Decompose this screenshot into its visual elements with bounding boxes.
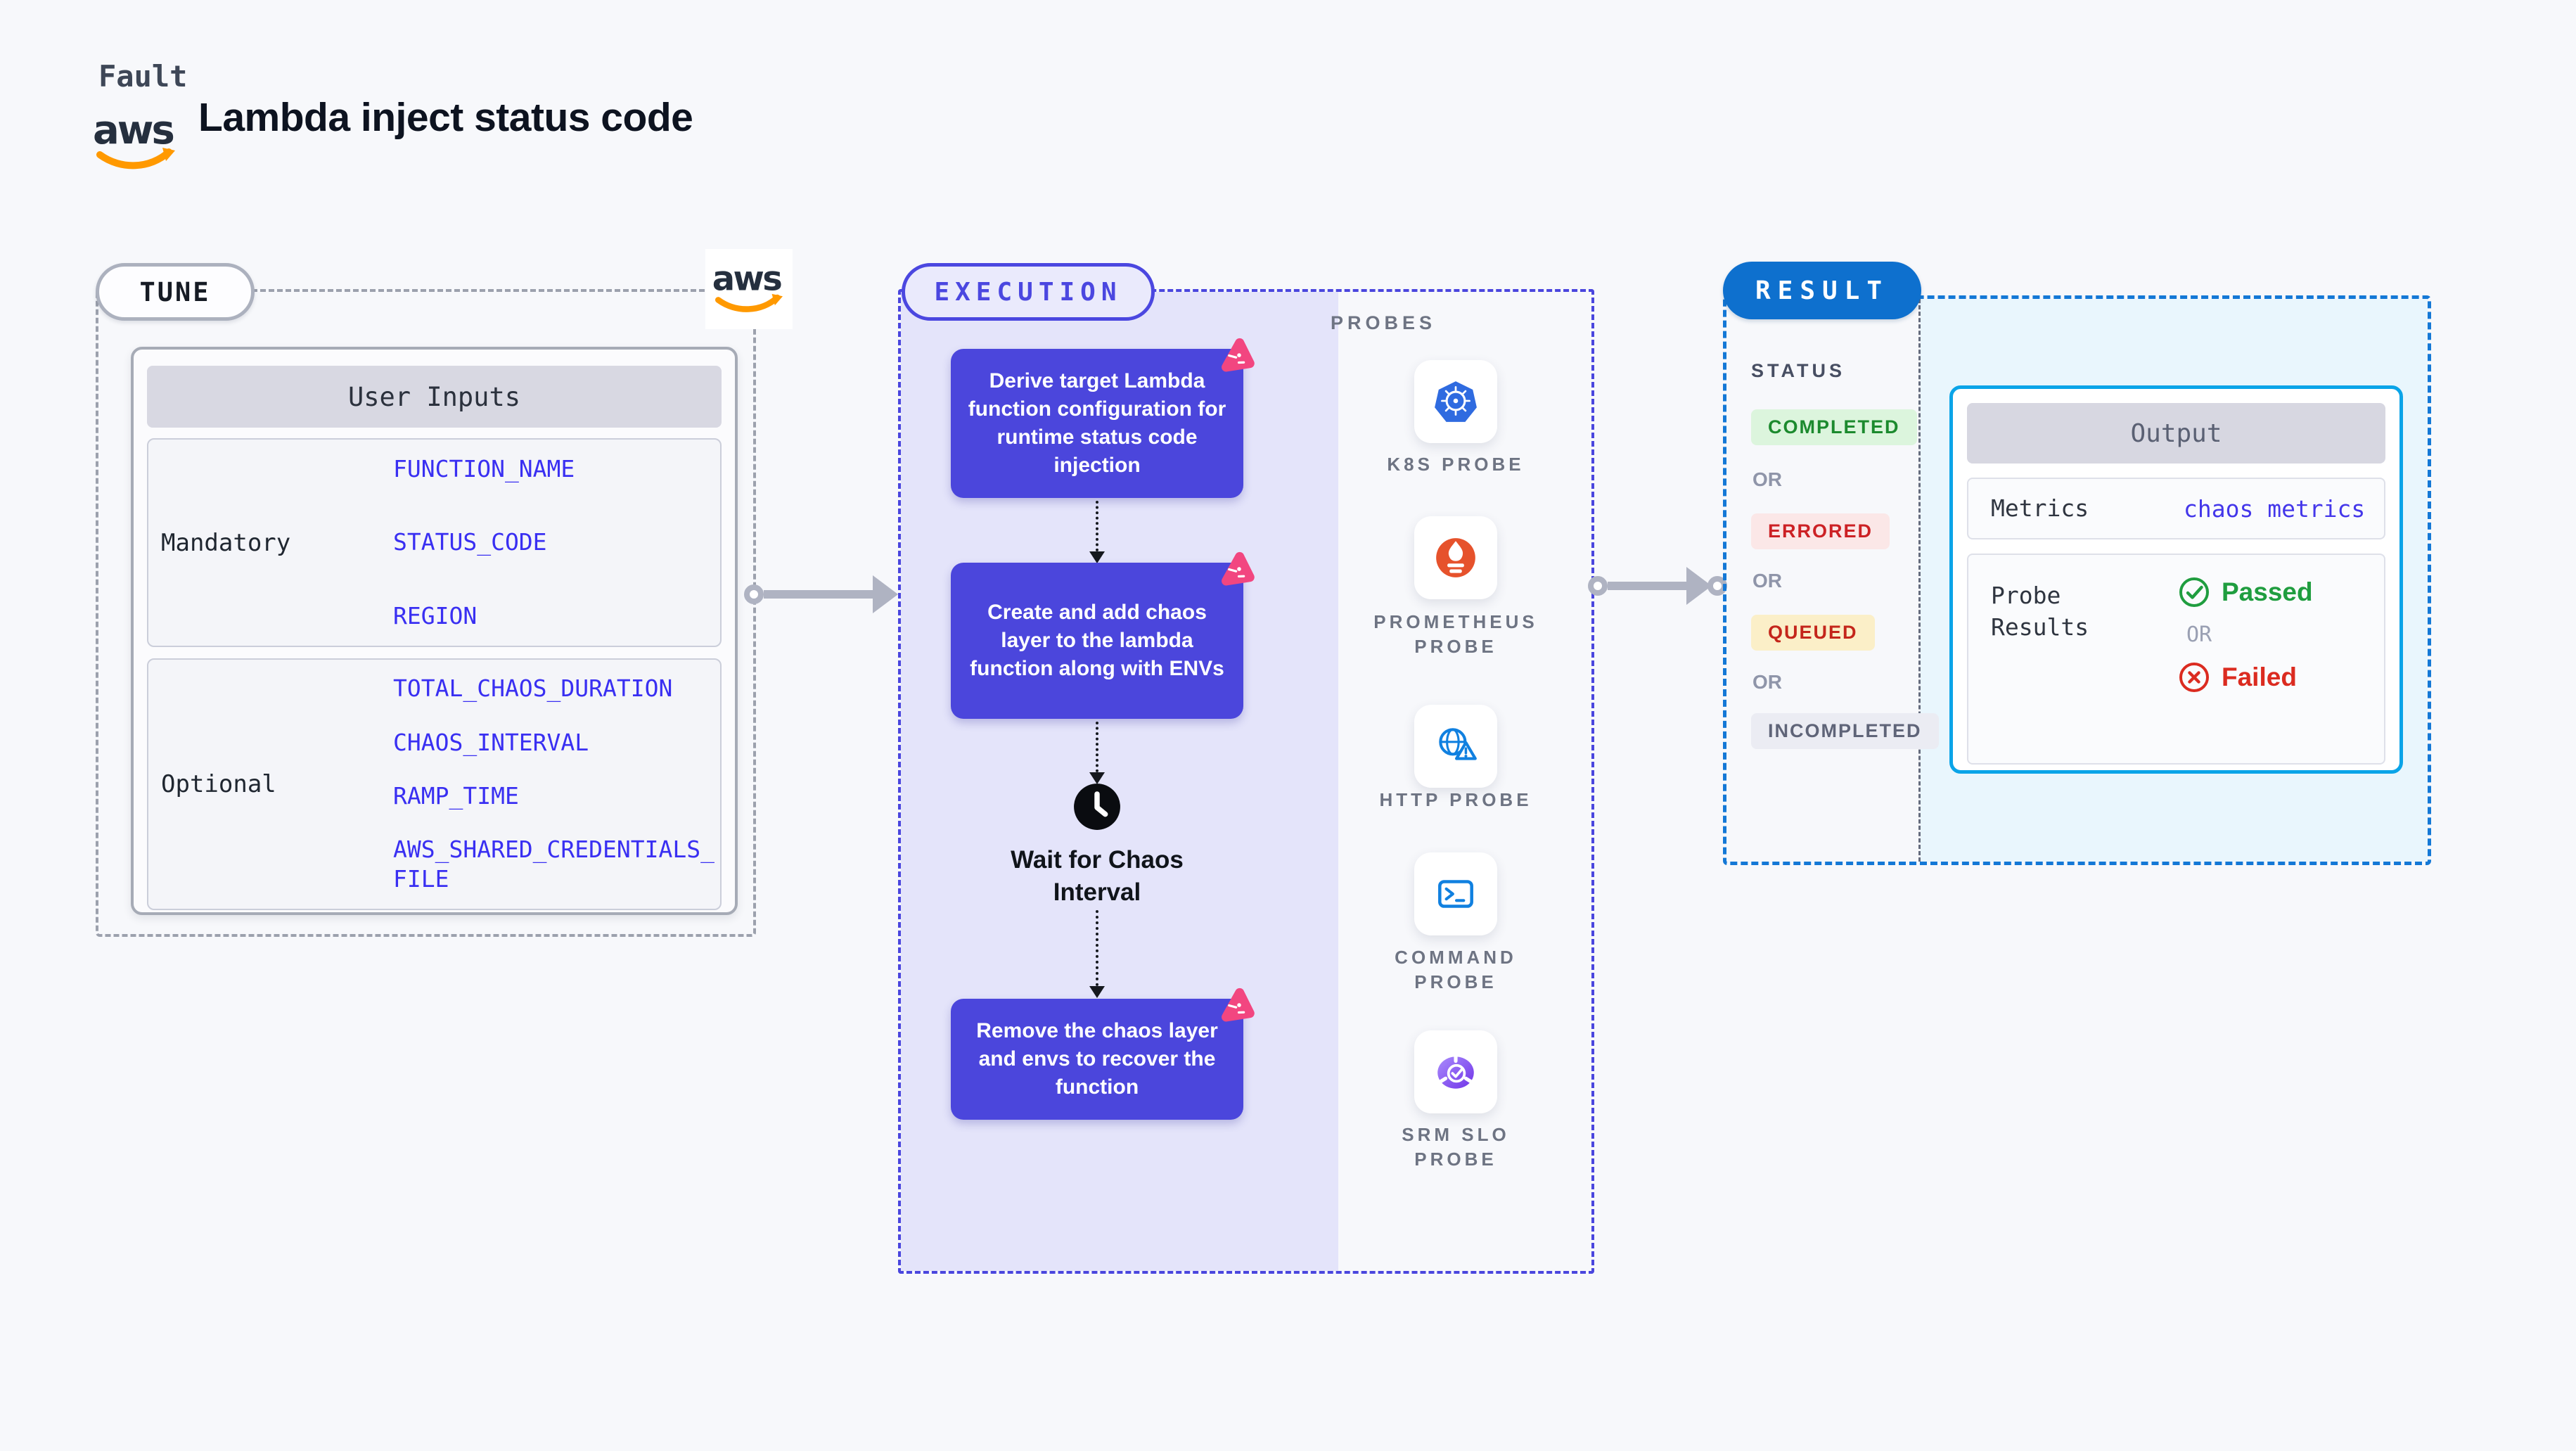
status-badge-queued: QUEUED <box>1751 615 1875 651</box>
passed-label: Passed <box>2222 577 2313 606</box>
output-card: Output Metrics chaos metrics Probe Resul… <box>1949 385 2403 774</box>
chaos-experiment-icon <box>1222 551 1255 586</box>
flow-connector-arrowhead <box>1089 986 1105 998</box>
result-badge-label: RESULT <box>1755 276 1890 305</box>
probe-card-k8s <box>1414 360 1497 443</box>
probe-label-prometheus: PROMETHEUS PROBE <box>1373 611 1538 658</box>
aws-logo-card: aws <box>705 249 793 329</box>
user-inputs-card: User Inputs Mandatory FUNCTION_NAME STAT… <box>131 347 738 915</box>
aws-logo-icon: aws <box>93 108 176 170</box>
page-title: Lambda inject status code <box>198 95 693 140</box>
execution-badge: EXECUTION <box>902 263 1155 321</box>
flow-connector <box>1096 501 1098 551</box>
or-separator: OR <box>1752 468 1782 490</box>
probe-results-label: Probe Results <box>1991 582 2089 641</box>
wait-clock-icon <box>1074 784 1120 830</box>
or-separator: OR <box>1752 570 1782 592</box>
param-chaos-interval: CHAOS_INTERVAL <box>393 728 589 756</box>
wait-step-label: Wait for Chaos Interval <box>1011 846 1184 906</box>
param-region: REGION <box>393 601 478 629</box>
status-badge-errored: ERRORED <box>1751 513 1890 549</box>
arrow-execution-to-result <box>1588 566 1727 606</box>
probe-card-prometheus <box>1414 516 1497 599</box>
result-divider <box>1918 299 1921 862</box>
optional-label: Optional <box>161 770 276 798</box>
check-circle-icon <box>2179 577 2209 607</box>
probes-heading: PROBES <box>1331 312 1437 333</box>
arrow-start-circle <box>1588 576 1608 596</box>
prometheus-icon <box>1436 538 1475 577</box>
execution-container <box>898 289 1594 1274</box>
param-status-code: STATUS_CODE <box>393 528 547 556</box>
status-badge-incompleted: INCOMPLETED <box>1751 713 1939 749</box>
http-globe-icon <box>1439 728 1477 760</box>
kubernetes-icon <box>1435 381 1477 422</box>
chaos-experiment-icon <box>1222 338 1255 372</box>
status-heading: STATUS <box>1751 360 1845 381</box>
arrow-tune-to-execution <box>744 575 898 614</box>
optional-param-list: TOTAL_CHAOS_DURATION CHAOS_INTERVAL RAMP… <box>393 674 717 894</box>
flow-connector-arrowhead <box>1089 551 1105 563</box>
step-remove-chaos-layer: Remove the chaos layer and envs to recov… <box>951 987 1255 1120</box>
step-derive-config-label: Derive target Lambda function configurat… <box>968 369 1226 477</box>
arrow-line <box>764 590 873 599</box>
execution-badge-label: EXECUTION <box>934 277 1122 307</box>
status-badge-completed: COMPLETED <box>1751 409 1917 445</box>
metrics-row: Metrics chaos metrics <box>1967 478 2385 539</box>
user-inputs-header: User Inputs <box>147 366 722 428</box>
chaos-experiment-icon <box>1222 987 1255 1022</box>
param-ramp-time: RAMP_TIME <box>393 781 519 810</box>
metrics-label: Metrics <box>1991 494 2089 522</box>
result-badge: RESULT <box>1723 262 1921 319</box>
mandatory-params-box: Mandatory FUNCTION_NAME STATUS_CODE REGI… <box>147 438 722 647</box>
terminal-icon <box>1438 880 1473 908</box>
aws-logo-text: aws <box>712 260 782 299</box>
step-add-chaos-layer-label: Create and add chaos layer to the lambda… <box>970 601 1224 680</box>
probe-results-row: Probe Results Passed OR Failed <box>1967 554 2385 765</box>
arrow-start-circle <box>744 584 764 604</box>
probe-result-passed: Passed <box>2178 576 2313 608</box>
step-add-chaos-layer: Create and add chaos layer to the lambda… <box>951 551 1255 719</box>
flow-connector <box>1096 910 1098 986</box>
or-separator: OR <box>2186 622 2212 647</box>
aws-logo-text: aws <box>93 108 174 153</box>
arrow-head-icon <box>873 575 898 613</box>
tune-container <box>96 289 756 937</box>
step-remove-chaos-layer-label: Remove the chaos layer and envs to recov… <box>976 1019 1218 1099</box>
or-separator: OR <box>1752 671 1782 693</box>
optional-params-box: Optional TOTAL_CHAOS_DURATION CHAOS_INTE… <box>147 658 722 910</box>
mandatory-param-list: FUNCTION_NAME STATUS_CODE REGION <box>393 454 717 631</box>
x-circle-icon <box>2179 663 2209 692</box>
flow-connector <box>1096 722 1098 772</box>
probe-card-command <box>1414 852 1497 935</box>
step-derive-config: Derive target Lambda function configurat… <box>951 338 1255 498</box>
probe-label-command: COMMAND PROBE <box>1395 947 1517 993</box>
probe-label-srm-slo: SRM SLO PROBE <box>1402 1124 1510 1170</box>
param-aws-shared-credentials-file: AWS_SHARED_CREDENTIALS_FILE <box>393 836 715 893</box>
probe-results-values: Passed OR Failed <box>2178 555 2313 763</box>
aws-logo-icon: aws <box>712 260 783 312</box>
failed-label: Failed <box>2222 663 2297 691</box>
probe-card-http <box>1414 705 1497 788</box>
output-header: Output <box>1967 403 2385 464</box>
tune-badge: TUNE <box>96 263 255 321</box>
mandatory-label: Mandatory <box>161 528 291 557</box>
flow-connector-arrowhead <box>1089 772 1105 784</box>
param-function-name: FUNCTION_NAME <box>393 455 575 483</box>
probe-label-k8s: K8S PROBE <box>1387 454 1525 475</box>
param-total-chaos-duration: TOTAL_CHAOS_DURATION <box>393 675 673 703</box>
probe-result-failed: Failed <box>2178 661 2313 693</box>
probe-label-http: HTTP PROBE <box>1379 789 1532 810</box>
probe-card-srm-slo <box>1414 1030 1497 1113</box>
metrics-value: chaos metrics <box>2184 494 2366 523</box>
arrow-line <box>1608 582 1686 590</box>
tune-badge-label: TUNE <box>139 276 211 307</box>
fault-kicker: Fault <box>98 59 188 94</box>
result-container <box>1723 295 2431 865</box>
slo-chart-icon <box>1437 1053 1474 1089</box>
